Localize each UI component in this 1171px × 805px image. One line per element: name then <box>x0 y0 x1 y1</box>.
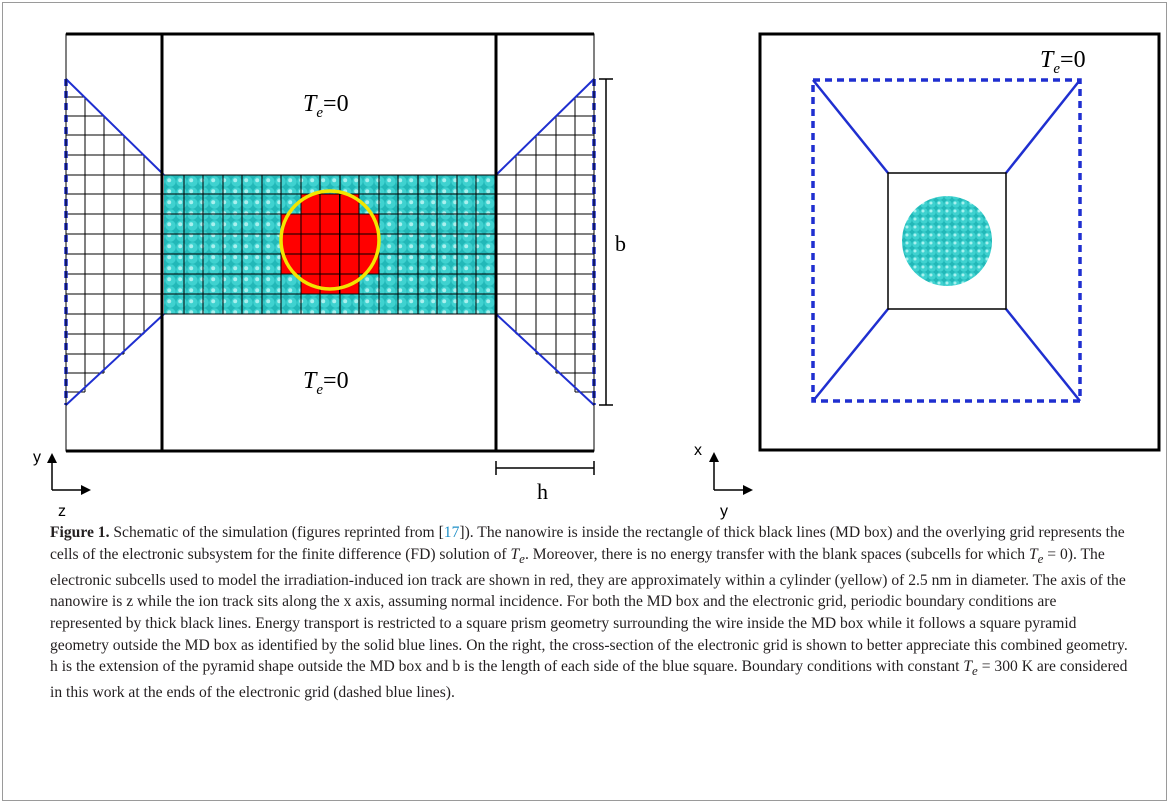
te-subscript-1: e <box>519 550 525 566</box>
citation-link[interactable]: 17 <box>443 524 460 541</box>
ion-track-cylinder <box>279 189 381 291</box>
axes-right <box>709 452 753 495</box>
te-equation-2: = 0 <box>1043 545 1068 563</box>
dimension-b <box>599 78 613 406</box>
left-panel: Te=0 Te=0 b h y z <box>33 32 626 520</box>
central-grid <box>164 174 496 315</box>
nanowire-cross-section <box>902 196 992 286</box>
cross-section-dashed-square <box>811 78 1082 403</box>
figure-caption: Figure 1. Schematic of the simulation (f… <box>50 522 1130 704</box>
caption-part-3: . Moreover, there is no energy transfer … <box>524 545 1029 563</box>
cross-section-edges <box>812 79 1081 402</box>
caption-part-4: ). The electronic subcells used to model… <box>50 545 1128 676</box>
right-pyramid-grid <box>496 96 594 393</box>
caption-part-1: Schematic of the simulation (figures rep… <box>109 524 444 541</box>
axes-left <box>47 453 91 495</box>
dimension-h-label: h <box>537 479 548 504</box>
axis-label-z: z <box>58 503 66 520</box>
te-zero-corner: Te=0 <box>1040 47 1086 77</box>
axis-label-x-right: x <box>694 442 702 459</box>
dimension-h <box>495 461 595 475</box>
figure-diagram: Te=0 Te=0 b h y z <box>33 32 1161 520</box>
caption-part-2: ]). The nanowire is inside the rectangle… <box>50 524 1125 563</box>
axis-label-y-left: y <box>33 449 41 466</box>
te-zero-top: Te=0 <box>303 91 349 121</box>
te-subscript-3: e <box>972 663 978 679</box>
caption-part-5: are considered in this work at the ends … <box>50 658 1128 702</box>
te-symbol-3: T <box>963 658 973 676</box>
te-equation-3: = 300 K <box>977 658 1033 676</box>
right-outer-box <box>758 32 1161 452</box>
dimension-b-label: b <box>615 231 626 256</box>
md-box <box>66 32 594 453</box>
pyramid-edges <box>65 78 595 406</box>
caption-label: Figure 1. <box>50 524 110 541</box>
te-symbol-1: T <box>510 545 520 563</box>
te-zero-bottom: Te=0 <box>303 368 349 398</box>
te-symbol-2: T <box>1028 545 1038 563</box>
axis-label-y-right: y <box>720 503 728 520</box>
left-pyramid-grid <box>66 96 164 393</box>
right-panel: Te=0 x y <box>694 32 1161 520</box>
te-subscript-2: e <box>1037 550 1044 566</box>
